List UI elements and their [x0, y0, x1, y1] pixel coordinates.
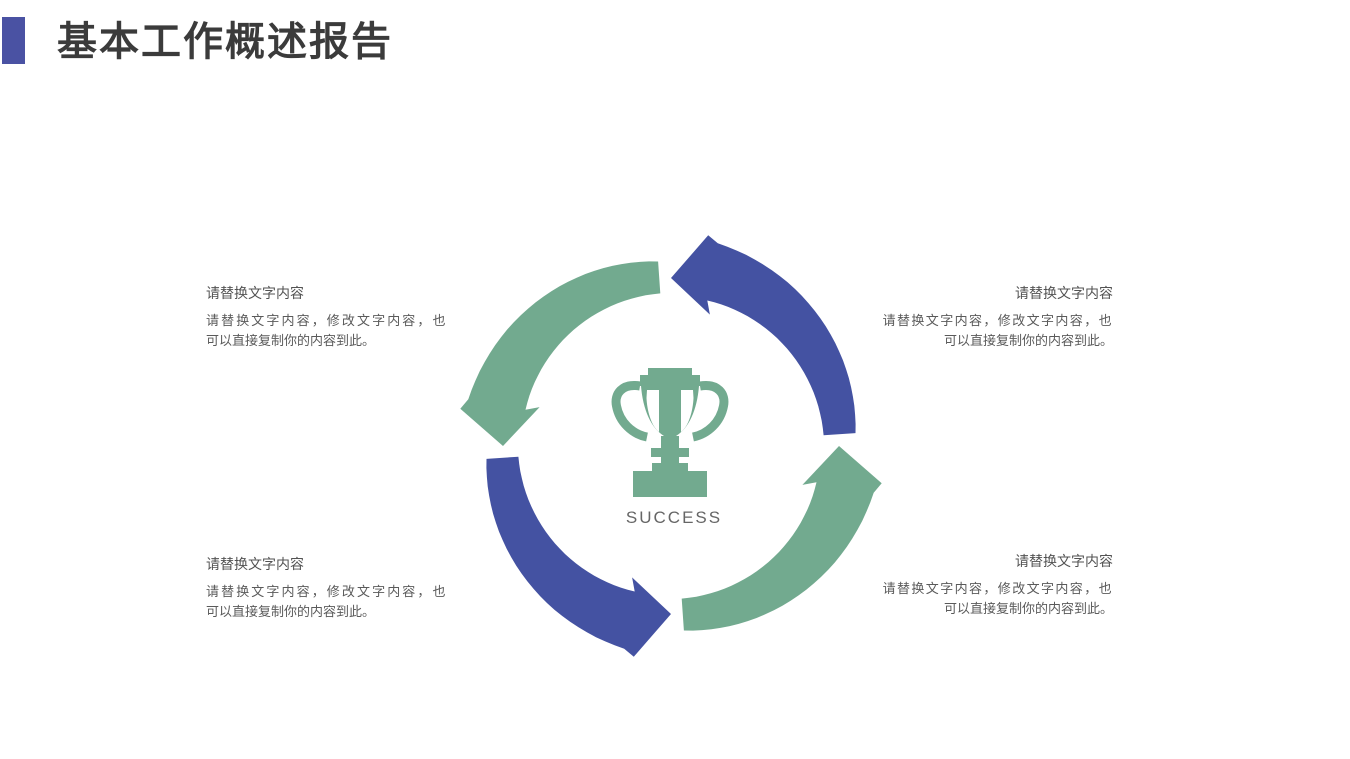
- text-block-heading: 请替换文字内容: [206, 285, 304, 301]
- text-block-heading: 请替换文字内容: [1015, 285, 1113, 301]
- cycle-arrow-bottom-right: [681, 446, 882, 631]
- body-line: 可以直接复制你的内容到此。: [943, 601, 1113, 616]
- body-line: 请替换文字内容，修改文字内容，也: [882, 581, 1113, 596]
- title-accent-bar: [2, 17, 25, 64]
- cycle-arrow-top-right: [671, 235, 856, 436]
- text-block-heading: 请替换文字内容: [206, 556, 304, 572]
- text-block-body: 请替换文字内容，修改文字内容，也 可以直接复制你的内容到此。: [867, 311, 1113, 351]
- text-block-bottom-right: 请替换文字内容 请替换文字内容，修改文字内容，也 可以直接复制你的内容到此。: [867, 552, 1113, 619]
- text-block-bottom-left: 请替换文字内容 请替换文字内容，修改文字内容，也 可以直接复制你的内容到此。: [206, 555, 452, 622]
- body-line: 可以直接复制你的内容到此。: [943, 333, 1113, 348]
- text-block-heading: 请替换文字内容: [1015, 553, 1113, 569]
- text-block-body: 请替换文字内容，修改文字内容，也 可以直接复制你的内容到此。: [206, 311, 452, 351]
- body-line: 请替换文字内容，修改文字内容，也: [206, 584, 448, 599]
- body-line: 请替换文字内容，修改文字内容，也: [882, 313, 1113, 328]
- success-label: SUCCESS: [625, 508, 723, 527]
- text-block-body: 请替换文字内容，修改文字内容，也 可以直接复制你的内容到此。: [206, 582, 452, 622]
- cycle-arrows: [460, 235, 882, 657]
- text-block-top-right: 请替换文字内容 请替换文字内容，修改文字内容，也 可以直接复制你的内容到此。: [867, 284, 1113, 351]
- body-line: 可以直接复制你的内容到此。: [206, 604, 376, 619]
- slide-title: 基本工作概述报告: [57, 20, 393, 64]
- cycle-arrow-top-left: [460, 261, 661, 446]
- text-block-body: 请替换文字内容，修改文字内容，也 可以直接复制你的内容到此。: [867, 579, 1113, 619]
- cycle-arrow-bottom-left: [486, 456, 671, 657]
- body-line: 请替换文字内容，修改文字内容，也: [206, 313, 448, 328]
- trophy-icon: [611, 368, 729, 497]
- text-block-top-left: 请替换文字内容 请替换文字内容，修改文字内容，也 可以直接复制你的内容到此。: [206, 284, 452, 351]
- cycle-diagram: [460, 235, 882, 657]
- body-line: 可以直接复制你的内容到此。: [206, 333, 376, 348]
